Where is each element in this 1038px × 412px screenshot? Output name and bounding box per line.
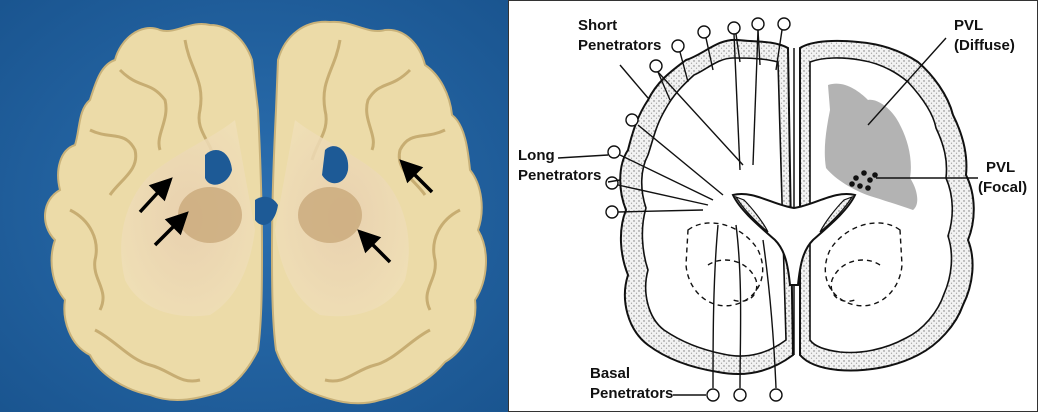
penetrator-origin	[698, 26, 710, 38]
focal-dot	[849, 181, 855, 187]
label-short-penetrators-line2: Penetrators	[578, 37, 661, 54]
focal-dot	[867, 177, 873, 183]
label-basal-penetrators-line2: Penetrators	[590, 385, 673, 402]
penetrator-origin	[650, 60, 662, 72]
penetrator-origin	[672, 40, 684, 52]
penetrators-diagram: Short Penetrators Long Penetrators Basal…	[508, 0, 1038, 412]
penetrator-origin	[752, 18, 764, 30]
penetrator-origin	[778, 18, 790, 30]
focal-dot	[865, 185, 871, 191]
label-pvl-diffuse-line2: (Diffuse)	[954, 37, 1015, 54]
penetrator-origin	[734, 389, 746, 401]
penetrator-origin	[707, 389, 719, 401]
left-basal-ganglia	[178, 187, 242, 243]
label-long-penetrators-line2: Penetrators	[518, 167, 601, 184]
penetrator-origin	[626, 114, 638, 126]
label-pvl-focal-line2: (Focal)	[978, 179, 1027, 196]
penetrator-origin	[770, 389, 782, 401]
label-pvl-focal-line1: PVL	[986, 159, 1015, 176]
penetrator-origin	[606, 206, 618, 218]
label-basal-penetrators-line1: Basal	[590, 365, 630, 382]
focal-dot	[872, 172, 878, 178]
focal-dot	[861, 170, 867, 176]
focal-dot	[853, 175, 859, 181]
label-pvl-diffuse-line1: PVL	[954, 17, 983, 34]
focal-dot	[857, 183, 863, 189]
label-short-penetrators-line1: Short	[578, 17, 617, 34]
penetrator-origin	[728, 22, 740, 34]
brain-photo	[0, 0, 508, 412]
right-basal-ganglia	[298, 187, 362, 243]
penetrator-origin	[608, 146, 620, 158]
label-long-penetrators-line1: Long	[518, 147, 555, 164]
penetrator-origin	[606, 177, 618, 189]
